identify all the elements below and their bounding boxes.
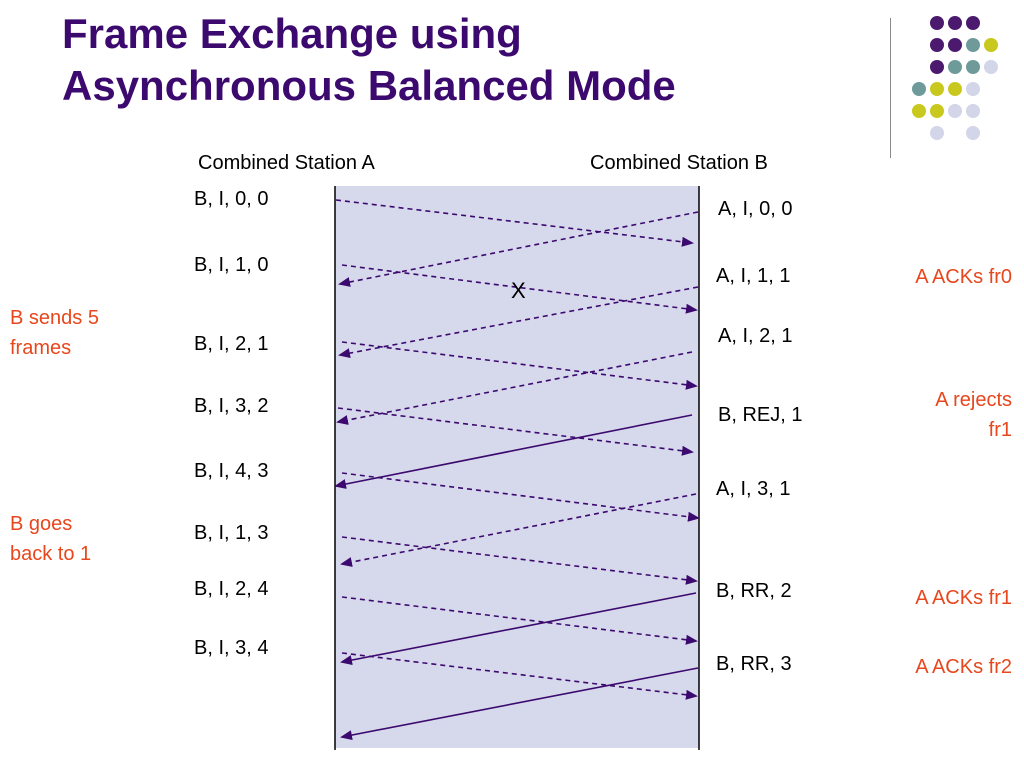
- decorative-dot: [912, 82, 926, 96]
- note-line: back to 1: [10, 543, 92, 565]
- title-line-1: Frame Exchange using: [62, 10, 522, 57]
- decorative-dot: [912, 104, 926, 118]
- arrow-b-i-4-3: [341, 472, 700, 522]
- note-line: B sends 5: [10, 307, 99, 329]
- note-line: A rejects: [935, 389, 1012, 411]
- left-frame-label: B, I, 2, 1: [194, 333, 269, 355]
- arrow-a-i-2-1: [336, 351, 693, 425]
- decorative-dot: [966, 38, 980, 52]
- arrow-b-rr-2: [340, 592, 697, 665]
- decorative-dot: [984, 38, 998, 52]
- left-frame-label: B, I, 2, 4: [194, 578, 269, 600]
- decorative-dot: [930, 104, 944, 118]
- right-frame-label: A, I, 1, 1: [716, 265, 791, 287]
- note-a-acks-fr2: A ACKs fr2: [915, 656, 1012, 678]
- note-a-acks-fr0: A ACKs fr0: [915, 266, 1012, 288]
- decorative-dot: [930, 16, 944, 30]
- station-b-label: Combined Station B: [590, 152, 768, 174]
- left-frame-label: B, I, 1, 3: [194, 522, 269, 544]
- left-frame-label: B, I, 3, 4: [194, 637, 269, 659]
- decorative-dot: [966, 16, 980, 30]
- decorative-dot: [948, 16, 962, 30]
- arrow-a-i-0-0: [338, 211, 699, 287]
- arrow-group: [334, 199, 700, 741]
- left-frame-label: B, I, 0, 0: [194, 188, 269, 210]
- arrow-b-i-1-0-lost: [341, 264, 698, 314]
- decorative-dot: [930, 126, 944, 140]
- arrow-b-i-1-3: [341, 536, 698, 585]
- lost-frame-marker: X: [511, 278, 526, 303]
- left-frame-label: B, I, 4, 3: [194, 460, 269, 482]
- note-line: B goes: [10, 513, 73, 535]
- left-frame-label: B, I, 1, 0: [194, 254, 269, 276]
- right-frame-label: B, RR, 2: [716, 580, 792, 602]
- right-frame-label: A, I, 2, 1: [718, 325, 793, 347]
- arrow-b-rr-3: [340, 667, 699, 741]
- right-frame-label: A, I, 0, 0: [718, 198, 793, 220]
- decorative-dot: [966, 104, 980, 118]
- decorative-dot: [948, 104, 962, 118]
- title-line-2: Asynchronous Balanced Mode: [62, 62, 676, 109]
- decorative-dot-grid-icon: [900, 10, 1024, 140]
- decorative-dot: [948, 60, 962, 74]
- note-b-goes-back: B goes back to 1: [10, 509, 91, 569]
- exchange-band: [335, 186, 699, 748]
- arrow-a-i-1-1: [338, 286, 699, 359]
- left-frame-label: B, I, 3, 2: [194, 395, 269, 417]
- arrow-b-i-0-0: [335, 199, 694, 247]
- decorative-dot: [948, 82, 962, 96]
- note-a-rejects-fr1: A rejects fr1: [935, 385, 1012, 445]
- arrow-b-i-2-1: [341, 341, 698, 390]
- note-line: frames: [10, 337, 72, 359]
- arrow-b-i-2-4: [341, 596, 698, 645]
- decorative-dot: [966, 82, 980, 96]
- arrow-b-i-3-4: [341, 652, 698, 700]
- decorative-divider: [890, 18, 891, 158]
- decorative-dot: [966, 126, 980, 140]
- arrow-a-i-3-1: [340, 493, 697, 567]
- arrow-b-i-3-2: [337, 407, 694, 456]
- decorative-dot: [948, 38, 962, 52]
- slide-title: Frame Exchange using Asynchronous Balanc…: [62, 8, 882, 112]
- decorative-dot: [930, 38, 944, 52]
- right-frame-label: B, RR, 3: [716, 653, 792, 675]
- note-b-sends-frames: B sends 5 frames: [10, 303, 99, 363]
- station-a-label: Combined Station A: [198, 152, 375, 174]
- right-frame-label: A, I, 3, 1: [716, 478, 791, 500]
- right-frame-label: B, REJ, 1: [718, 404, 803, 426]
- decorative-dot: [984, 60, 998, 74]
- arrow-b-rej-1: [334, 414, 693, 489]
- decorative-dot: [930, 82, 944, 96]
- decorative-dot: [930, 60, 944, 74]
- note-a-acks-fr1: A ACKs fr1: [915, 587, 1012, 609]
- decorative-dot: [966, 60, 980, 74]
- note-line: fr1: [988, 419, 1012, 441]
